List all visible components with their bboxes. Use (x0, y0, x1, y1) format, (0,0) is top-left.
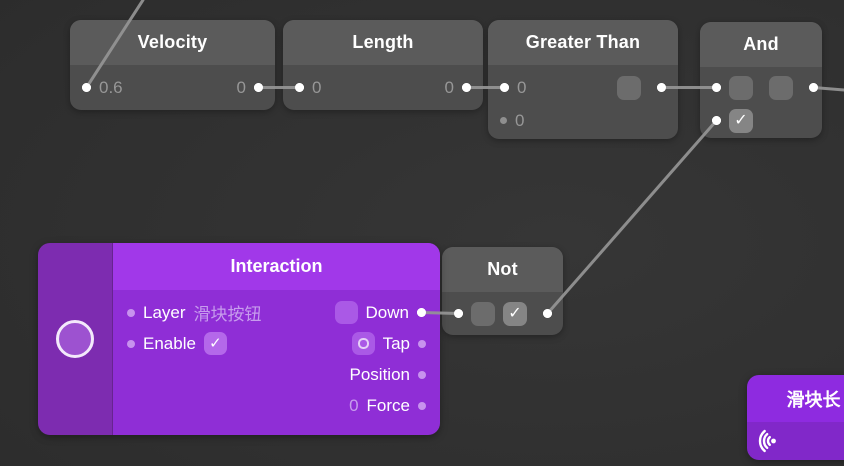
patch-title: Velocity (70, 20, 275, 65)
input-checkbox-unchecked[interactable] (471, 301, 495, 326)
force-value: 0 (349, 395, 359, 415)
output-port[interactable] (657, 83, 666, 92)
wireless-receive-icon (758, 429, 776, 453)
port-row: 0 0 (295, 65, 471, 110)
patch-velocity[interactable]: Velocity 0.6 0 (70, 20, 275, 110)
tap-output-port[interactable] (418, 339, 426, 348)
patch-length[interactable]: Length 0 0 (283, 20, 483, 110)
input2-checkbox-checked[interactable] (729, 108, 753, 133)
patch-title: Length (283, 20, 483, 65)
patch-greater-than[interactable]: Greater Than 0 0 (488, 20, 678, 139)
port-row (454, 292, 552, 335)
output-port[interactable] (254, 83, 263, 92)
force-output-port[interactable] (418, 401, 426, 410)
patch-title: Not (442, 247, 563, 292)
output-port[interactable] (543, 309, 552, 318)
port-row: Layer 滑块按钮 Down (113, 297, 440, 328)
layer-thumbnail[interactable] (56, 320, 94, 358)
port-row: Position (113, 359, 440, 390)
patch-slider-length[interactable]: 滑块长 (747, 375, 844, 460)
output-port[interactable] (462, 83, 471, 92)
output-value: 0 (444, 77, 454, 97)
port-row (712, 104, 810, 137)
input2-value[interactable]: 0 (515, 110, 525, 130)
patch-title: Greater Than (488, 20, 678, 65)
layer-value[interactable]: 滑块按钮 (193, 305, 262, 324)
patch-interaction[interactable]: Interaction Layer 滑块按钮 Down (38, 243, 440, 435)
enable-label: Enable (143, 333, 196, 353)
port-row: 0 Force (113, 390, 440, 421)
input-value[interactable]: 0 (312, 77, 322, 97)
position-output-port[interactable] (418, 370, 426, 379)
layer-input-port[interactable] (127, 308, 135, 317)
input-value[interactable]: 0.6 (99, 77, 123, 97)
patch-and[interactable]: And (700, 22, 822, 138)
enable-checkbox-checked[interactable] (203, 332, 227, 355)
force-label: Force (366, 395, 410, 415)
tap-label: Tap (382, 333, 410, 353)
down-checkbox-unchecked[interactable] (334, 301, 358, 324)
input1-checkbox-unchecked[interactable] (729, 75, 753, 100)
tap-pulse-button[interactable] (351, 332, 375, 355)
port-row: 0 (500, 104, 666, 137)
down-label: Down (365, 302, 409, 322)
output-checkbox-checked[interactable] (503, 301, 527, 326)
port-row: Enable Tap (113, 328, 440, 359)
input-port-2[interactable] (500, 117, 507, 124)
wire-not-out-to-and-in2[interactable] (546, 119, 718, 315)
input-port[interactable] (454, 309, 463, 318)
layer-label: Layer (143, 302, 186, 322)
pulse-ring-icon (357, 338, 369, 349)
input-port-1[interactable] (500, 83, 509, 92)
patch-title: Interaction (113, 243, 440, 290)
output-checkbox-unchecked[interactable] (617, 75, 641, 100)
input-port-1[interactable] (712, 83, 721, 92)
patch-title: 滑块长 (747, 375, 844, 422)
port-row: 0.6 0 (82, 65, 263, 110)
output-port[interactable] (809, 83, 818, 92)
layer-preview-strip (38, 243, 113, 435)
input1-value[interactable]: 0 (517, 77, 527, 97)
input-port[interactable] (82, 83, 91, 92)
input-port[interactable] (295, 83, 304, 92)
output-value: 0 (236, 77, 246, 97)
position-label: Position (349, 364, 410, 384)
down-output-port[interactable] (417, 308, 426, 317)
patch-not[interactable]: Not (442, 247, 563, 335)
port-row (712, 71, 818, 104)
patch-title: And (700, 22, 822, 67)
enable-input-port[interactable] (127, 339, 135, 348)
input-port-2[interactable] (712, 116, 721, 125)
output-checkbox-unchecked[interactable] (769, 75, 793, 100)
port-row: 0 (500, 71, 666, 104)
